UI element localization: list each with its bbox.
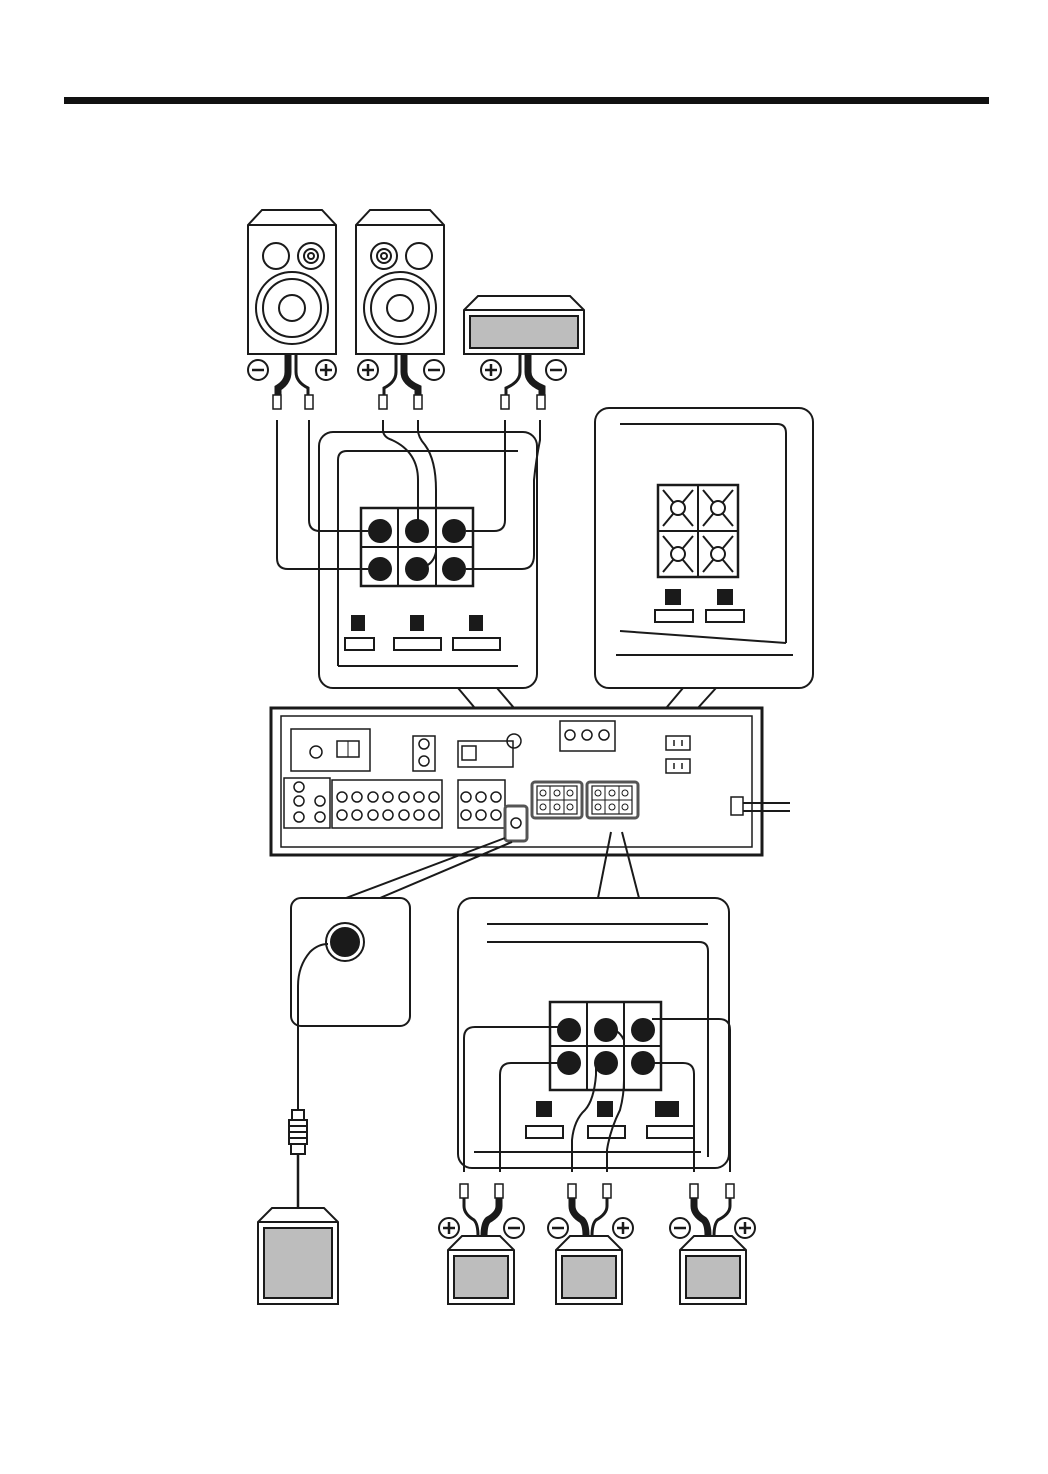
center-plus-symbol <box>481 360 501 380</box>
center-speaker <box>464 296 584 354</box>
surround-back-minus-symbol <box>670 1218 690 1238</box>
surround-left-lead <box>460 1184 503 1236</box>
fr-minus-symbol <box>424 360 444 380</box>
b-terminals-callout <box>595 408 813 688</box>
surround-back-speaker <box>680 1236 746 1304</box>
subwoofer-jack-callout <box>291 898 410 1026</box>
surround-right-speaker <box>556 1236 622 1304</box>
center-minus-symbol <box>546 360 566 380</box>
receiver-rear-panel <box>271 708 762 855</box>
surround-terminals-callout <box>458 898 729 1168</box>
surround-back-plus-symbol <box>735 1218 755 1238</box>
fr-plus-symbol <box>358 360 378 380</box>
center-lead-wire <box>501 354 545 409</box>
fl-lead-wire <box>273 354 313 409</box>
header-rule <box>64 97 989 104</box>
surround-left-plus-symbol <box>439 1218 459 1238</box>
surround-left-minus-symbol <box>504 1218 524 1238</box>
front-right-speaker <box>356 210 444 354</box>
subwoofer <box>258 1208 338 1304</box>
fr-lead-wire <box>379 354 422 409</box>
surround-right-minus-symbol <box>548 1218 568 1238</box>
surround-back-lead <box>690 1184 734 1236</box>
surround-left-speaker <box>448 1236 514 1304</box>
front-left-speaker <box>248 210 336 354</box>
fl-plus-symbol <box>316 360 336 380</box>
fl-minus-symbol <box>248 360 268 380</box>
surround-right-lead <box>568 1184 611 1236</box>
surround-right-plus-symbol <box>613 1218 633 1238</box>
